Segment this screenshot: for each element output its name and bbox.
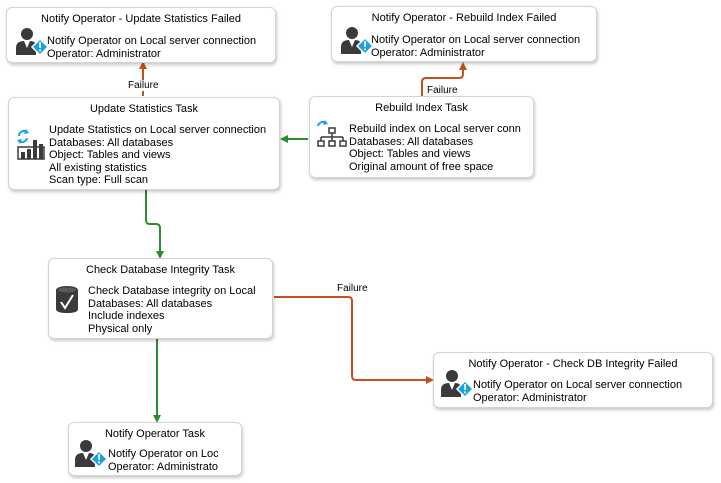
- task-title: Rebuild Index Task: [375, 102, 468, 114]
- task-detail-line: Check Database integrity on Local: [88, 285, 256, 297]
- task-detail-line: Operator: Administrator: [47, 47, 161, 60]
- notify-operator-icon: [341, 27, 373, 56]
- task-detail-line: Notify Operator on Loca: [108, 448, 218, 460]
- update-statistics-icon: [17, 129, 45, 160]
- task-notify-rebuild-index-failed[interactable]: Notify Operator - Rebuild Index Failed N…: [331, 6, 597, 62]
- task-rebuild-index[interactable]: Rebuild Index Task Rebuild index on Loca…: [309, 96, 534, 178]
- failure-label: Failure: [127, 80, 160, 91]
- task-title: Notify Operator - Rebuild Index Failed: [371, 12, 557, 24]
- task-title: Check Database Integrity Task: [86, 264, 235, 276]
- check-database-icon: [56, 286, 78, 313]
- task-detail-line: Include indexes: [88, 310, 165, 322]
- failure-label: Failure: [426, 85, 459, 96]
- task-detail-line: Notify Operator on Local server connecti…: [473, 379, 683, 391]
- task-detail-line: Notify Operator on Local server connecti…: [371, 34, 581, 46]
- task-check-database-integrity[interactable]: Check Database Integrity Task Check Data…: [48, 258, 273, 339]
- task-update-statistics[interactable]: Update Statistics Task Update Statistics…: [8, 97, 280, 190]
- task-detail-line: All existing statistics: [49, 161, 147, 174]
- task-title: Notify Operator Task: [104, 428, 206, 440]
- task-detail-line: Databases: All databases: [349, 135, 474, 148]
- task-detail-line: Object: Tables and views: [349, 148, 471, 160]
- task-detail-line: Operator: Administrator: [371, 46, 485, 59]
- task-detail-line: Rebuild index on Local server conn: [349, 123, 521, 135]
- task-detail-line: Databases: All databases: [49, 136, 174, 149]
- task-title: Update Statistics Task: [89, 103, 198, 115]
- notify-operator-icon: [16, 28, 48, 57]
- connector-check-db-failure[interactable]: [274, 296, 434, 384]
- task-detail-line: Operator: Administrator: [108, 460, 218, 473]
- task-detail-line: Original amount of free space: [349, 160, 494, 173]
- notify-operator-icon: [441, 370, 473, 399]
- notify-operator-icon: [75, 440, 107, 469]
- task-detail-line: Notify Operator on Local server connecti…: [47, 35, 257, 47]
- task-detail-line: Databases: All databases: [88, 297, 213, 310]
- task-detail-line: Operator: Administrator: [473, 391, 587, 404]
- task-detail-line: Physical only: [88, 322, 153, 335]
- rebuild-index-icon: [317, 120, 347, 147]
- task-title: Notify Operator - Update Statistics Fail…: [41, 13, 241, 25]
- failure-label: Failure: [336, 283, 369, 294]
- task-title: Notify Operator - Check DB Integrity Fai…: [468, 358, 678, 370]
- task-detail-line: Scan type: Full scan: [49, 174, 149, 186]
- connector-update-stats-to-check-db[interactable]: [145, 190, 164, 259]
- task-notify-check-db-failed[interactable]: Notify Operator - Check DB Integrity Fai…: [433, 352, 713, 408]
- task-detail-line: Update Statistics on Local server connec…: [49, 124, 267, 136]
- task-notify-update-stats-failed[interactable]: Notify Operator - Update Statistics Fail…: [6, 7, 276, 63]
- task-notify-operator[interactable]: Notify Operator Task Notify Operator on …: [68, 422, 242, 476]
- task-detail-line: Object: Tables and views: [49, 149, 171, 161]
